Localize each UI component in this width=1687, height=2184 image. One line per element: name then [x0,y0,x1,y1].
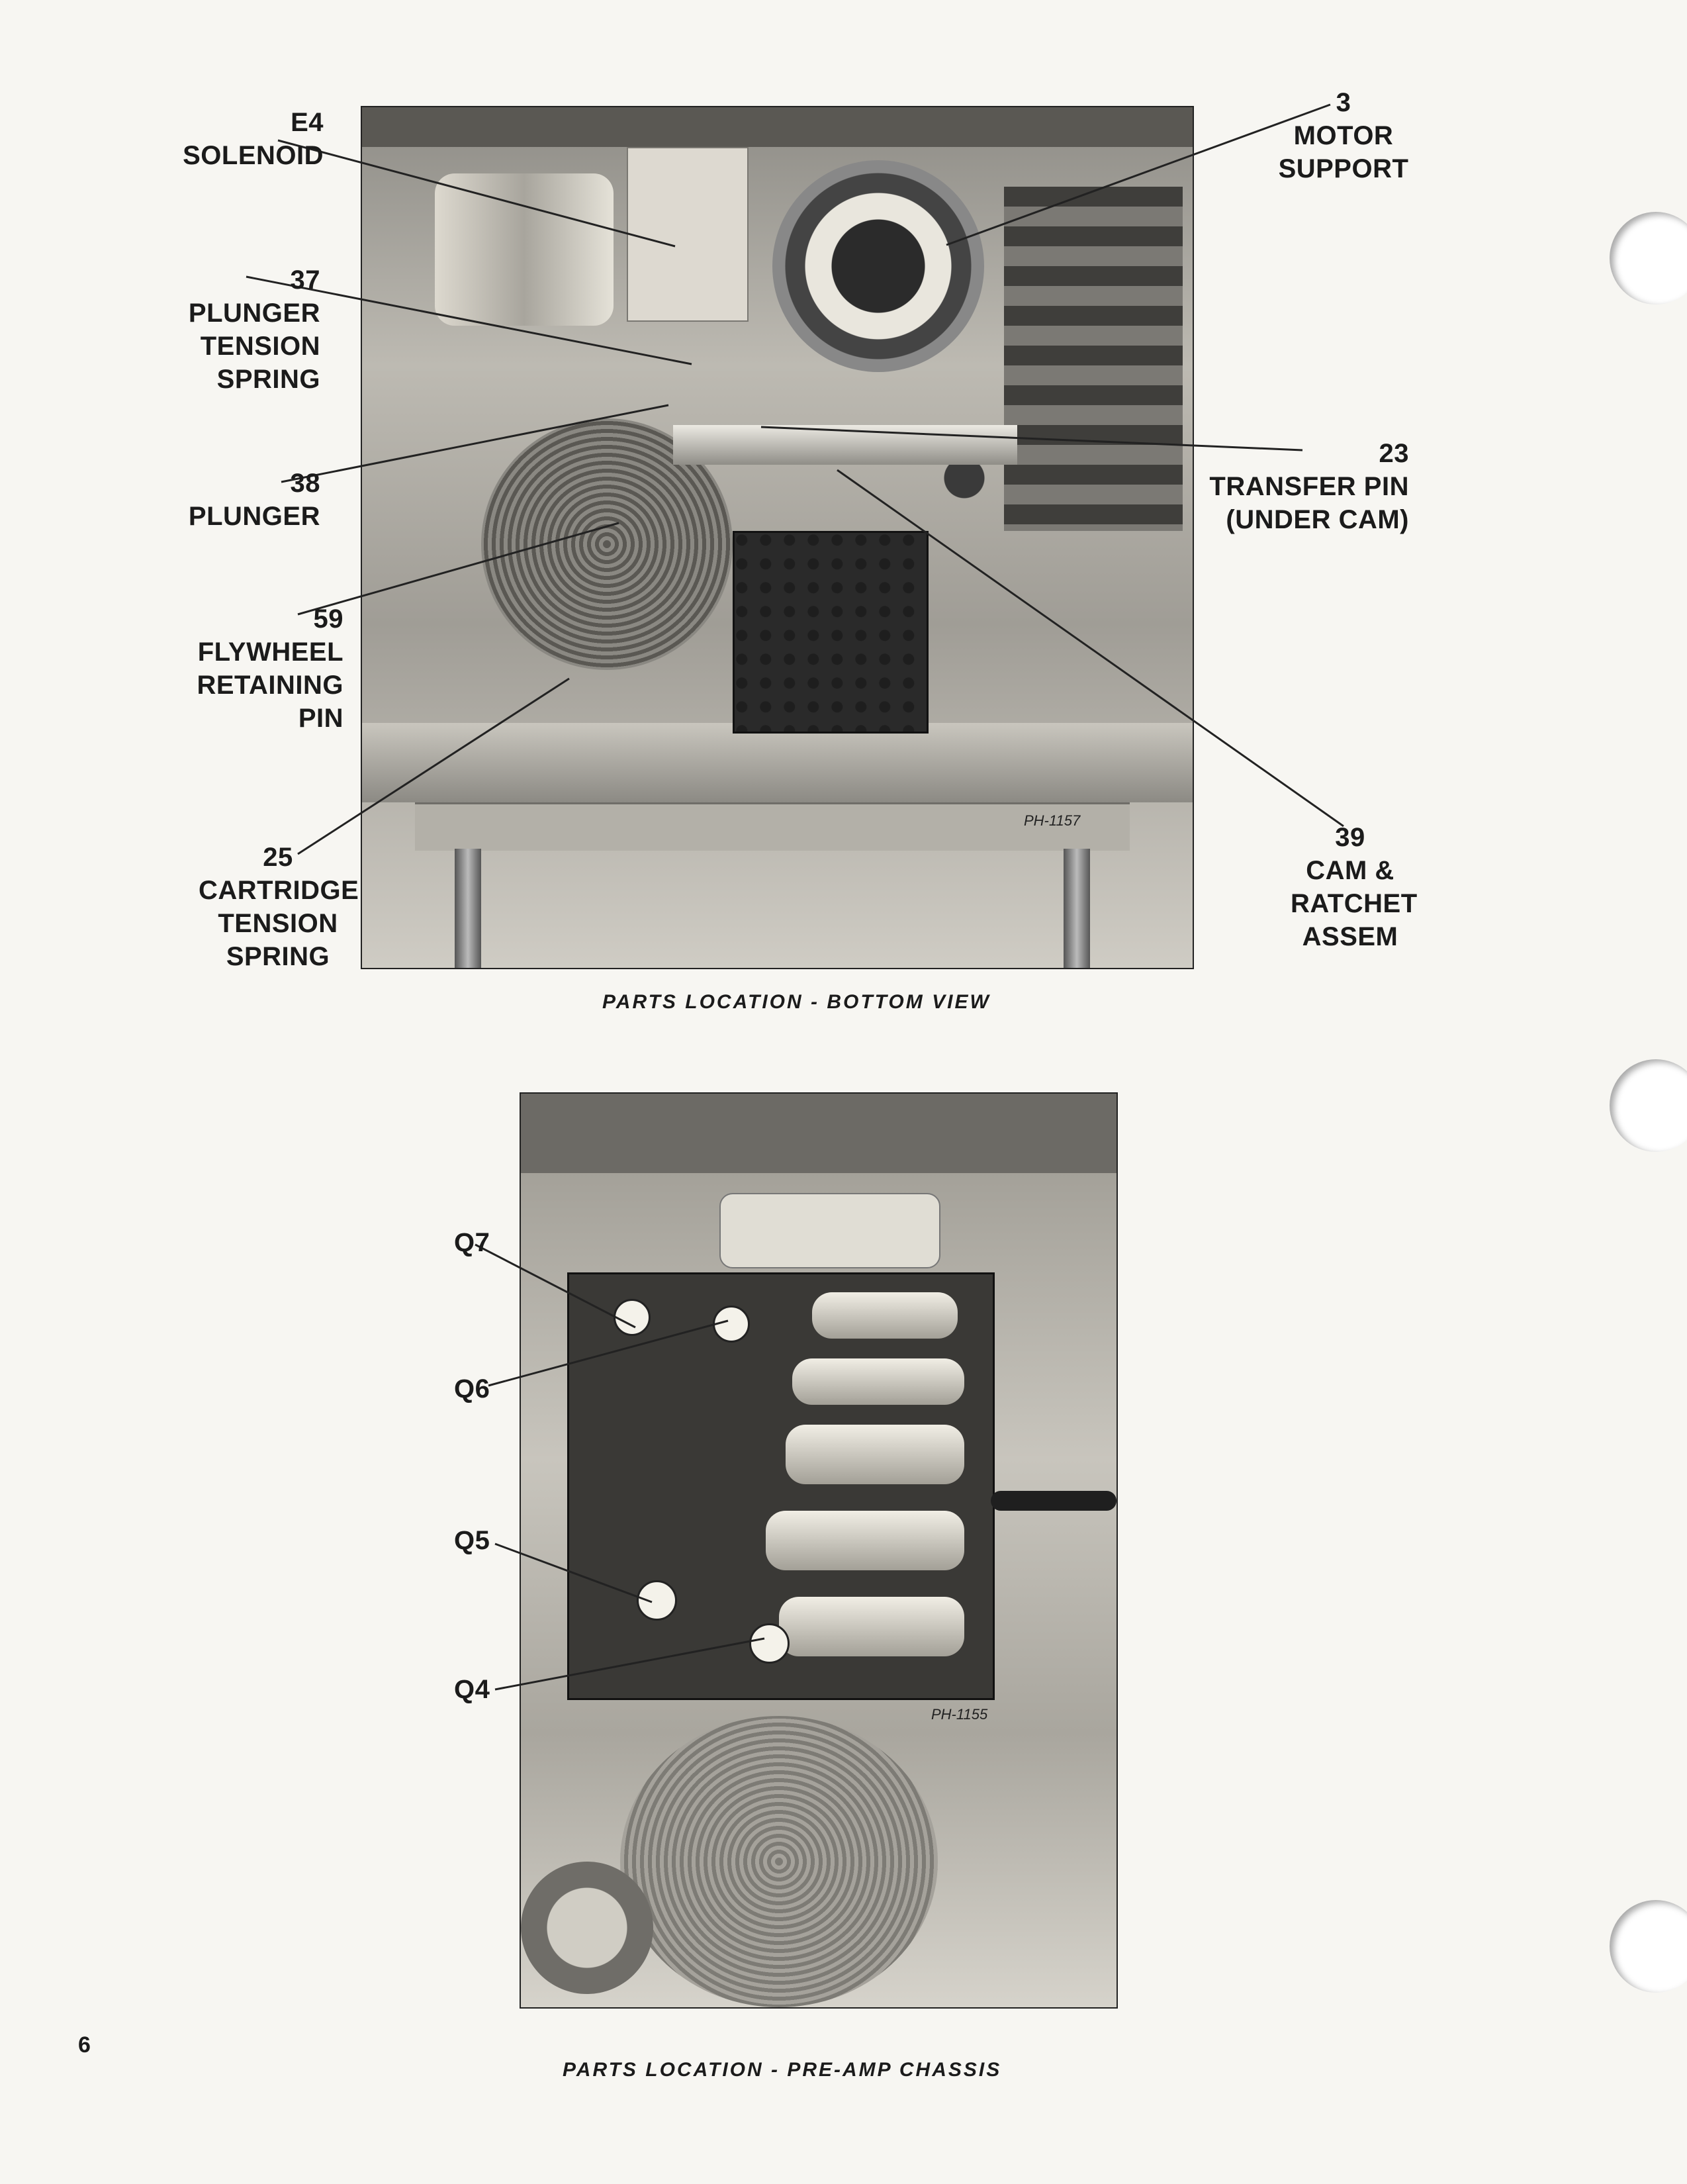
callout-3-motor-support: 3 MOTOR SUPPORT [1278,88,1409,183]
callout-q5: Q5 [454,1526,490,1555]
chassis-bottom-plate [415,802,1130,851]
callout-39-cam-ratchet-assem: 39 CAM & RATCHET ASSEM [1291,823,1418,951]
binder-hole-middle [1610,1059,1687,1152]
electrolytic-capacitor-3 [786,1425,964,1484]
transformer [1004,187,1183,531]
photo-mark-top: PH-1157 [1024,812,1081,829]
electrolytic-capacitor-2 [792,1358,964,1405]
chassis-top-edge [521,1094,1117,1173]
chassis-frame [362,107,1193,147]
mounting-stud-left [455,849,481,968]
bottom-view-photo: PH-1157 [361,106,1194,969]
transistor-q6 [713,1306,750,1343]
caption-pre-amp-chassis: PARTS LOCATION - PRE-AMP CHASSIS [563,2059,1002,2081]
binder-hole-top [1610,212,1687,305]
electrolytic-capacitor-1 [812,1292,958,1339]
page-number: 6 [78,2032,91,2058]
photo-mark-bottom: PH-1155 [931,1706,988,1723]
callout-25-cartridge-tension-spring: 25 CARTRIDGE TENSION SPRING [199,843,359,971]
mounting-stud-right [1064,849,1090,968]
callout-37-plunger-tension-spring: 37 PLUNGER TENSION SPRING [188,265,320,394]
caption-bottom-view: PARTS LOCATION - BOTTOM VIEW [602,991,991,1013]
mounting-boss [521,1862,653,1994]
callout-e4-solenoid: E4 SOLENOID [183,108,324,170]
chassis-front-rail [362,723,1193,802]
callout-q6: Q6 [454,1374,490,1403]
callout-23-transfer-pin: 23 TRANSFER PIN (UNDER CAM) [1209,439,1409,534]
callout-q4: Q4 [454,1675,490,1704]
mounting-bracket [719,1193,940,1268]
solenoid-block [627,147,749,322]
transistor-q7 [614,1299,651,1336]
circuit-board [733,531,929,734]
cam-shaft [673,425,1017,465]
shielded-cable [991,1491,1117,1511]
electrolytic-capacitor-5 [779,1597,964,1656]
transistor-q5 [637,1580,677,1621]
pre-amp-chassis-photo: PH-1155 [520,1092,1118,2009]
binder-hole-bottom [1610,1900,1687,1993]
callout-38-plunger: 38 PLUNGER [188,469,320,531]
motor-housing [772,160,984,372]
transistor-q4 [749,1623,790,1664]
electrolytic-capacitor-4 [766,1511,964,1570]
callout-59-flywheel-retaining-pin: 59 FLYWHEEL RETAINING PIN [197,604,343,733]
flywheel-segment [620,1716,938,2007]
callout-q7: Q7 [454,1228,490,1257]
capacitor-can [435,173,614,326]
